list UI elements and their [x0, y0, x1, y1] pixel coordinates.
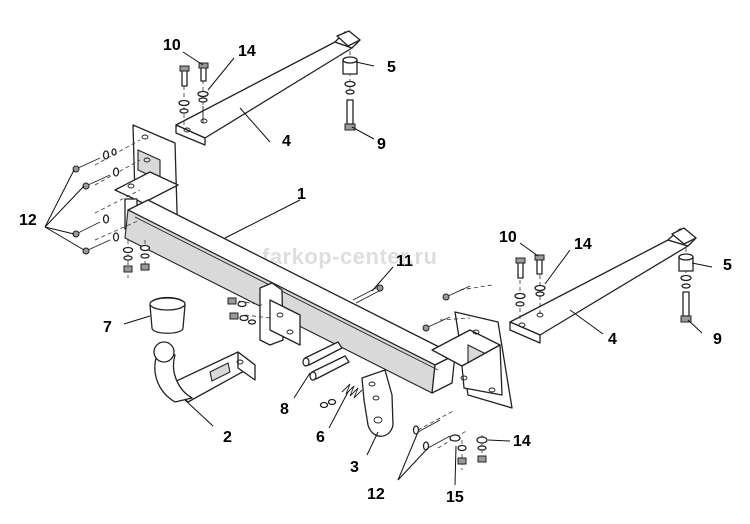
hardware-upper-right: [342, 56, 358, 131]
callout-14-right: 14: [513, 433, 531, 450]
hardware-lower-arm: [514, 253, 694, 323]
callout-4-lower: 4: [608, 331, 617, 348]
watermark: farkop-center.ru: [262, 244, 438, 269]
main-crossbar: [124, 199, 456, 394]
callout-7: 7: [103, 319, 112, 336]
callout-10-lower: 10: [499, 229, 517, 246]
callout-12-right: 12: [367, 486, 385, 503]
ball-neck: [153, 341, 256, 403]
callout-5-upper: 5: [387, 59, 396, 76]
callout-1: 1: [297, 186, 306, 203]
callout-6: 6: [316, 429, 325, 446]
callout-12-left: 12: [19, 212, 37, 229]
pins: [302, 341, 350, 381]
callout-4-upper: 4: [282, 133, 291, 150]
upper-bracket-arm: [175, 30, 361, 146]
callout-8: 8: [280, 401, 289, 418]
callout-10-upper: 10: [163, 37, 181, 54]
ball-cap: [149, 296, 186, 334]
callout-14-lower: 14: [574, 236, 592, 253]
leader-lines: [44, 51, 713, 486]
callout-9-lower: 9: [713, 331, 722, 348]
bolt-11: [352, 284, 384, 304]
callout-3: 3: [350, 459, 359, 476]
hardware-right-bolts: [412, 285, 488, 465]
right-mounting-plate: [431, 311, 513, 409]
callout-labels: 1 2 3 4 4 5 5 6 7 8 9 9 10 10 11 12 12 1…: [19, 37, 732, 506]
spring: [319, 383, 363, 409]
hardware-upper-left: [178, 62, 209, 114]
socket-plate: [361, 369, 394, 437]
hardware-center: [227, 297, 257, 325]
callout-5-lower: 5: [723, 257, 732, 274]
tongue-socket: [259, 282, 301, 346]
callout-11: 11: [396, 253, 413, 270]
hardware-left-bolts: [72, 148, 151, 273]
callout-9-upper: 9: [377, 136, 386, 153]
callout-14-upper: 14: [238, 43, 256, 60]
callout-2: 2: [223, 429, 232, 446]
callout-15: 15: [446, 489, 464, 506]
lower-bracket-arm: [509, 227, 697, 344]
